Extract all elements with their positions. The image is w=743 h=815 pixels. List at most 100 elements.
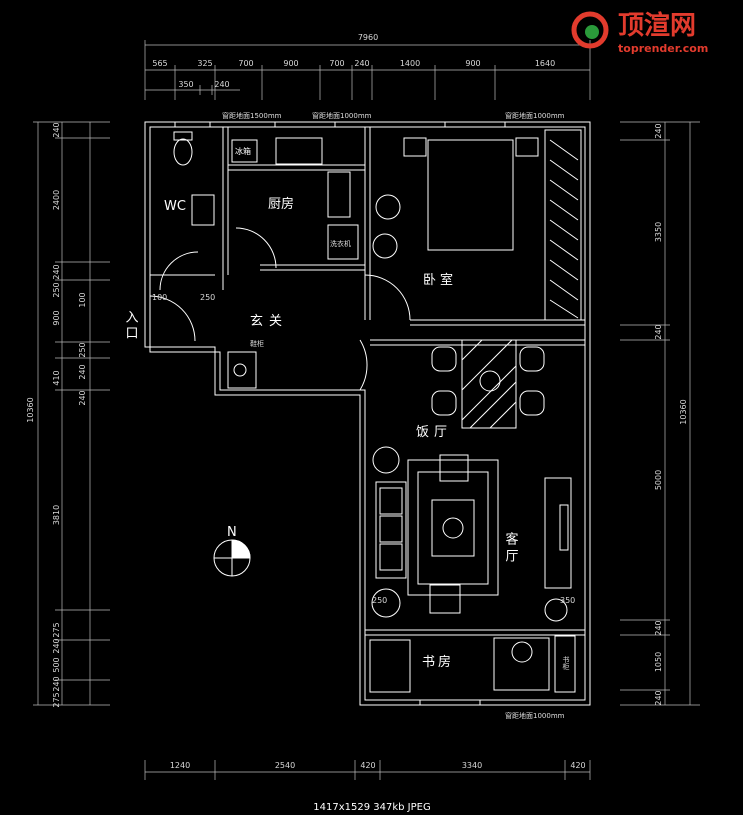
svg-text:100: 100 (78, 292, 87, 307)
label-foyer: 玄关 (250, 314, 288, 329)
outer-wall (144, 121, 591, 706)
note-wc-d2: 250 (200, 293, 215, 302)
wardrobe-hangers (549, 139, 579, 319)
fridge (231, 139, 258, 163)
dining-chair-3 (519, 346, 545, 372)
wardrobe (544, 129, 582, 321)
label-wc: WC (164, 199, 186, 214)
side-table-top (372, 446, 400, 474)
note-lr1: 250 (372, 596, 387, 605)
label-entrance: 入口 (123, 310, 139, 342)
label-kitchen: 厨房 (268, 196, 294, 212)
watermark-logo (571, 11, 609, 49)
note-lr2: 350 (560, 596, 575, 605)
window-kitchen (274, 121, 336, 128)
note-wc-d1: 100 (152, 293, 167, 302)
dim-left-segments: 240 2400 240 250 100 900 250 410 240 240… (52, 122, 87, 707)
door-bedroom (364, 274, 411, 321)
svg-text:410: 410 (52, 370, 61, 385)
dim-top-row2: 350 240 (178, 80, 229, 89)
svg-text:900: 900 (465, 59, 480, 68)
door-living (359, 339, 368, 391)
dim-left-overall: 10360 (26, 397, 35, 422)
svg-text:275: 275 (52, 692, 61, 707)
dim-bottom: 1240 2540 420 3340 420 (170, 761, 586, 770)
wc-sink (191, 194, 215, 226)
svg-text:420: 420 (360, 761, 375, 770)
svg-text:565: 565 (152, 59, 167, 68)
svg-text:700: 700 (329, 59, 344, 68)
wc-wall (150, 127, 229, 290)
rug (407, 459, 499, 596)
label-bookshelf: 书柜 (562, 655, 570, 671)
label-living: 客厅 (503, 531, 519, 566)
svg-text:500: 500 (52, 657, 61, 672)
plant-living (544, 598, 568, 622)
door-kitchen (235, 227, 277, 269)
study-desk (369, 639, 411, 693)
sofa-seat-3 (379, 543, 403, 571)
dining-centerpiece (479, 370, 501, 392)
study-chair (511, 641, 533, 663)
svg-text:240: 240 (354, 59, 369, 68)
label-dining: 饭厅 (416, 425, 452, 440)
svg-text:325: 325 (197, 59, 212, 68)
svg-text:2400: 2400 (52, 190, 61, 210)
armchair-bottom (429, 584, 461, 614)
study-table (493, 637, 550, 691)
svg-text:2540: 2540 (275, 761, 295, 770)
bedroom-stool (372, 233, 398, 259)
note-window-wc: 窗距地面1500mm (222, 111, 282, 120)
svg-text:240: 240 (78, 390, 87, 405)
bedroom-chair (375, 194, 401, 220)
sofa-seat-1 (379, 487, 403, 515)
note-window-study: 窗距地面1000mm (505, 711, 565, 720)
shoe-cabinet (227, 351, 257, 389)
svg-text:275: 275 (52, 622, 61, 637)
toilet-tank (173, 131, 193, 141)
svg-text:1640: 1640 (535, 59, 555, 68)
dim-right-overall: 10360 (679, 399, 688, 424)
status-bar: 1417x1529 347kb JPEG (313, 802, 430, 813)
kitchen-sink (275, 137, 323, 165)
kitchen-wall (228, 164, 365, 271)
svg-text:420: 420 (570, 761, 585, 770)
svg-text:240: 240 (654, 620, 663, 635)
svg-text:240: 240 (52, 638, 61, 653)
svg-text:240: 240 (52, 264, 61, 279)
label-study: 书房 (422, 654, 454, 670)
coffee-table (431, 499, 475, 557)
nightstand-left (403, 137, 427, 157)
sofa-seat-2 (379, 515, 403, 543)
dining-chair-1 (431, 346, 457, 372)
svg-text:1400: 1400 (400, 59, 420, 68)
tv-cabinet (544, 477, 572, 589)
window-study (419, 699, 481, 706)
dim-ticks (33, 40, 700, 780)
svg-text:250: 250 (78, 342, 87, 357)
bed (427, 139, 514, 251)
watermark-logo-inner (585, 25, 599, 39)
window-bedroom (444, 121, 506, 128)
svg-text:240: 240 (52, 676, 61, 691)
svg-text:240: 240 (78, 364, 87, 379)
svg-text:240: 240 (654, 123, 663, 138)
svg-text:240: 240 (52, 122, 61, 137)
sofa (375, 481, 407, 579)
armchair-top (439, 454, 469, 482)
note-window-bedroom: 窗距地面1000mm (505, 111, 565, 120)
svg-text:350: 350 (178, 80, 193, 89)
svg-text:900: 900 (283, 59, 298, 68)
study-wall (359, 629, 585, 690)
svg-text:3810: 3810 (52, 505, 61, 525)
svg-text:1050: 1050 (654, 652, 663, 672)
svg-text:1240: 1240 (170, 761, 190, 770)
coffee-table-decor (442, 517, 464, 539)
svg-text:3340: 3340 (462, 761, 482, 770)
svg-text:250: 250 (52, 282, 61, 297)
svg-text:240: 240 (654, 324, 663, 339)
toilet (173, 138, 193, 166)
tv (559, 504, 569, 551)
svg-text:3350: 3350 (654, 222, 663, 242)
